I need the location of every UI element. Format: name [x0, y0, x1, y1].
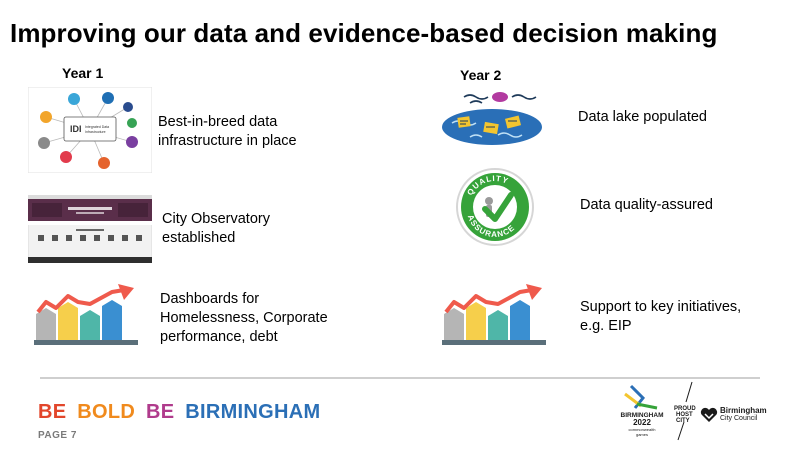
birmingham-city-council-heart-icon	[700, 407, 718, 422]
proud-line1: PROUD	[674, 406, 696, 412]
year1-item3-text: Dashboards for Homelessness, Corporate p…	[160, 291, 328, 345]
tagline-word: BIRMINGHAM	[185, 401, 321, 423]
games-line1: BIRMINGHAM	[621, 412, 664, 419]
data-lake-icon	[442, 92, 542, 145]
proud-line3: CITY	[676, 418, 690, 424]
games-line4: games	[636, 432, 648, 437]
idi-label: IDI	[70, 124, 82, 134]
page-number: PAGE 7	[38, 430, 77, 441]
footer-divider	[40, 377, 760, 379]
proud-host-city-logo: PROUD HOST CITY	[674, 381, 696, 441]
page-title: Improving our data and evidence-based de…	[10, 18, 718, 48]
year2-item3-text: Support to key initiatives, e.g. EIP	[580, 299, 742, 334]
birmingham-city-council-name: Birmingham City Council	[720, 406, 767, 423]
bar-chart-growth-icon	[34, 284, 138, 345]
proud-line2: HOST	[676, 412, 693, 418]
year1-item2-text: City Observatory established	[162, 211, 270, 246]
birmingham-2022-commonwealth-games-logo: BIRMINGHAM 2022 commonwealth games	[621, 384, 664, 437]
tagline-word: BE	[38, 401, 67, 423]
city-observatory-website-screenshot	[28, 195, 152, 263]
bar-chart-growth-icon	[442, 284, 546, 345]
idi-sub2: Infrastructure	[85, 130, 106, 134]
quality-assurance-badge-icon: QUALITY ASSURANCE	[456, 168, 534, 246]
year1-heading: Year 1	[62, 65, 104, 81]
idi-sub1: Integrated Data	[85, 125, 109, 129]
year2-item1-text: Data lake populated	[578, 109, 707, 125]
year2-item2-text: Data quality-assured	[580, 197, 713, 213]
games-line2: 2022	[633, 418, 651, 427]
tagline-word: BE	[145, 401, 175, 423]
tagline-word: BOLD	[77, 401, 136, 423]
year2-heading: Year 2	[460, 67, 502, 83]
be-bold-be-birmingham-tagline: BE BOLD BE BIRMINGHAM	[38, 401, 325, 424]
year1-item1-text: Best-in-breed data infrastructure in pla…	[158, 114, 297, 149]
games-line3: commonwealth	[629, 427, 656, 432]
integrated-data-infrastructure-image: IDI Integrated Data Infrastructure	[28, 87, 152, 173]
